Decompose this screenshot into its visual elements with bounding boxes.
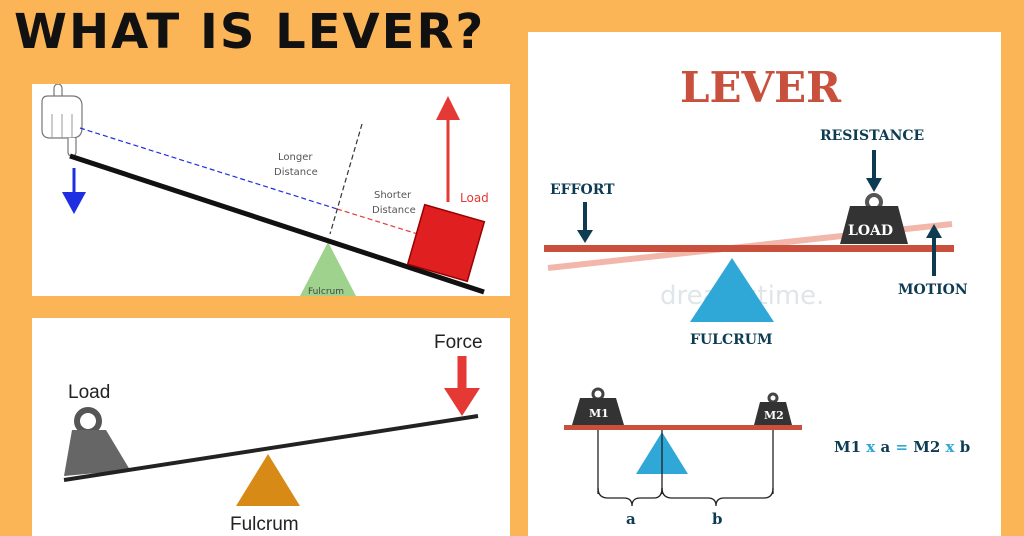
load-label: Load [68,382,110,403]
distance-brackets [597,430,774,507]
fulcrum-triangle [236,454,300,506]
distance-b-label: b [712,510,723,528]
m2-label: M2 [764,409,784,422]
load-up-arrow-icon [436,96,460,202]
effort-label: EFFORT [550,182,615,198]
longer-distance-label-2: Distance [274,167,318,178]
lever-heading: LEVER [680,63,842,112]
balance-equation: M1 x a = M2 x b [834,438,970,456]
shorter-distance-label-2: Distance [372,205,416,216]
effort-down-arrow-icon [62,168,86,214]
distance-a-label: a [626,510,636,528]
m2-weight-icon [754,392,792,425]
fulcrum-label: Fulcrum [308,287,344,296]
load-weight-label: LOAD [848,223,893,239]
resistance-label: RESISTANCE [820,128,924,144]
load-label: Load [460,191,489,205]
m1-weight-icon [572,387,624,425]
motion-arrow-icon [926,224,942,276]
load-weight-icon [840,193,908,244]
balance-beam [564,425,802,430]
longer-distance-label: Longer [278,152,313,163]
lever-beam [63,414,479,482]
longer-distance-line [79,127,338,210]
weight-icon [64,407,130,476]
page-title: WHAT IS LEVER? [14,4,486,60]
resistance-arrow-icon [866,150,882,192]
effort-arrow-icon [577,202,593,243]
force-label: Force [434,332,483,353]
lever-force-diagram: Load Force Fulcrum [32,318,510,536]
fulcrum-label: FULCRUM [690,332,772,348]
vertical-dashed-line [329,123,363,235]
load-box [406,203,486,283]
fulcrum-triangle [300,242,356,296]
m1-label: M1 [589,407,609,420]
lever-beam [69,153,485,295]
fulcrum-triangle [690,258,774,322]
shorter-distance-label: Shorter [374,190,412,201]
lever-beam [544,245,954,252]
lever-distance-diagram: Longer Distance Shorter Distance Load Fu… [32,84,510,296]
fulcrum-label: Fulcrum [230,514,299,535]
lever-infographic: LEVER dreamstime. LOAD RESIST [528,32,1001,536]
hand-icon [41,84,83,157]
force-down-arrow-icon [444,356,480,416]
motion-label: MOTION [898,282,968,298]
